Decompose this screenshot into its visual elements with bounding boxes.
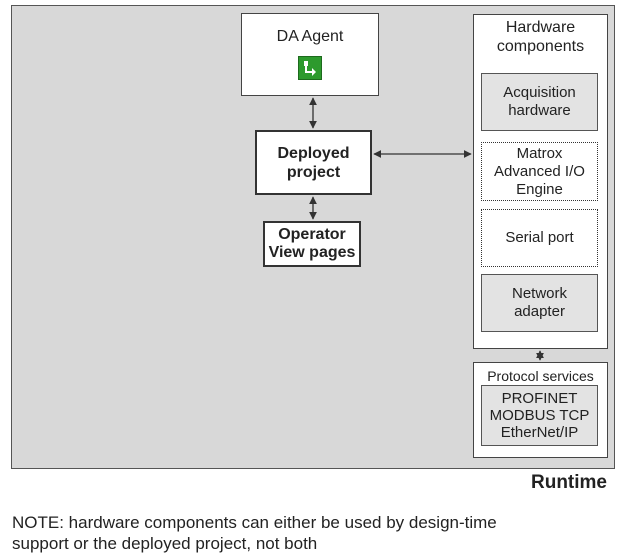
deployed-project-label-1: Deployed [277,144,350,162]
network-adapter-box: Network adapter [481,274,598,332]
agent-icon [298,56,322,80]
deployed-project-box: Deployed project [255,130,372,195]
protocol-services-title: Protocol services [487,368,594,384]
matrox-label-2: Advanced I/O [494,162,585,180]
da-agent-box: DA Agent [241,13,379,96]
network-label-2: adapter [514,303,565,320]
protocol-item: EtherNet/IP [500,424,579,441]
protocol-item: MODBUS TCP [489,407,590,424]
da-agent-label: DA Agent [276,28,344,45]
protocol-item: PROFINET [501,390,578,407]
matrox-label-1: Matrox [516,144,563,162]
acquisition-label-1: Acquisition [503,84,576,101]
acquisition-hardware-box: Acquisition hardware [481,73,598,131]
matrox-label-3: Engine [516,180,563,198]
note-text: NOTE: hardware components can either be … [12,512,622,554]
deployed-project-label-2: project [286,163,341,181]
acquisition-label-2: hardware [508,102,571,119]
hardware-title-line-2: components [496,38,585,55]
operator-view-box: Operator View pages [263,221,361,267]
operator-view-label-2: View pages [268,244,356,261]
note-line-1: NOTE: hardware components can either be … [12,513,497,532]
serial-port-box: Serial port [481,209,598,267]
protocol-list-box: PROFINET MODBUS TCP EtherNet/IP [481,385,598,446]
note-line-2: support or the deployed project, not bot… [12,534,318,553]
serial-port-label: Serial port [505,229,574,246]
network-label-1: Network [511,285,567,302]
matrox-io-engine-box: Matrox Advanced I/O Engine [481,142,598,201]
hardware-title-line-1: Hardware [505,19,576,36]
hardware-components-title: Hardware components [473,18,608,56]
operator-view-label-1: Operator [278,226,346,243]
runtime-label: Runtime [531,472,607,493]
